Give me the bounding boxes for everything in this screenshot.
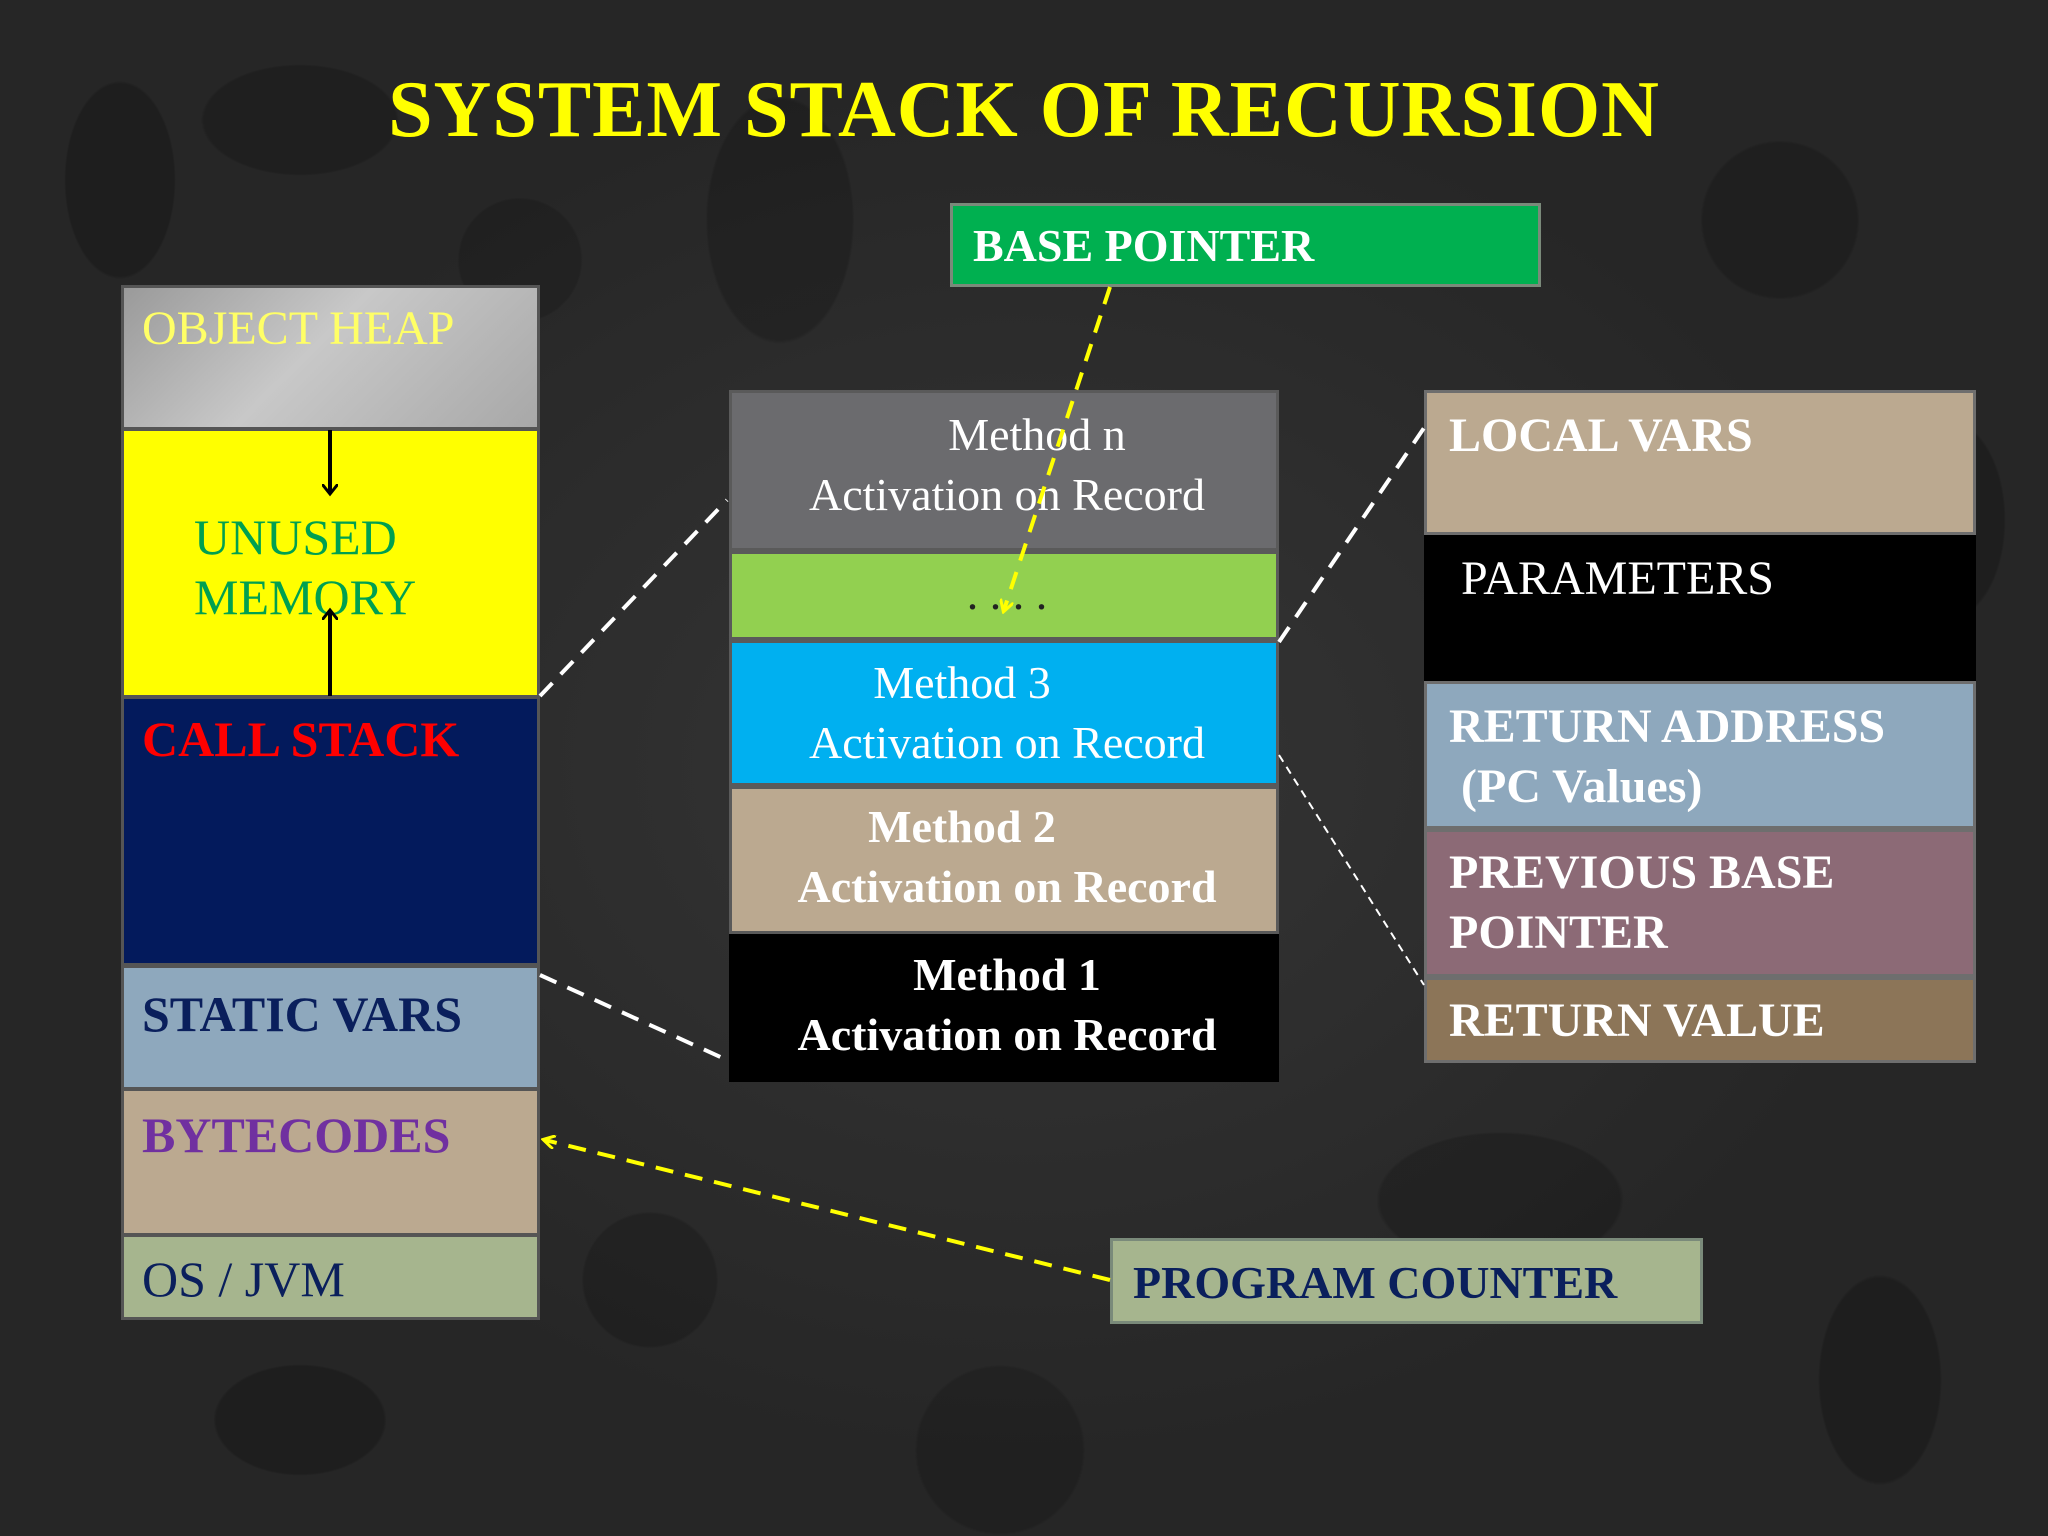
bytecodes-label: BYTECODES (142, 1107, 451, 1163)
base-pointer-label: BASE POINTER (973, 220, 1315, 271)
frame-top-connector (1277, 423, 1428, 644)
ellipsis-frame: . . . . (729, 551, 1279, 640)
method-3-subtitle: Activation on Record (808, 717, 1205, 768)
method-1-subtitle: Activation on Record (797, 1009, 1217, 1060)
local-vars-block: LOCAL VARS (1424, 390, 1976, 535)
call-stack-top-connector (538, 498, 729, 698)
parameters-label: PARAMETERS (1461, 552, 1774, 605)
return-address-label: RETURN ADDRESS (1449, 700, 1886, 753)
os-jvm-label: OS / JVM (142, 1251, 345, 1307)
object-heap-block: OBJECT HEAP (121, 285, 540, 430)
return-address-sublabel: (PC Values) (1461, 760, 1703, 813)
return-value-block: RETURN VALUE (1424, 977, 1976, 1063)
return-value-label: RETURN VALUE (1449, 994, 1825, 1047)
previous-base-pointer-label-line2: POINTER (1449, 906, 1668, 959)
ellipsis-label: . . . . (966, 568, 1048, 619)
frame-bottom-connector (1278, 754, 1425, 986)
os-jvm-block: OS / JVM (121, 1234, 540, 1320)
static-vars-block: STATIC VARS (121, 965, 540, 1090)
page-title: SYSTEM STACK OF RECURSION (388, 66, 1660, 154)
previous-base-pointer-label-line1: PREVIOUS BASE (1449, 846, 1835, 899)
base-pointer-box: BASE POINTER (950, 203, 1541, 287)
method-n-frame: Method n Activation on Record (729, 390, 1279, 551)
call-stack-label: CALL STACK (142, 711, 460, 767)
bytecodes-block: BYTECODES (121, 1088, 540, 1236)
method-3-frame: Method 3 Activation on Record (729, 640, 1279, 786)
method-1-label: Method 1 (913, 949, 1101, 1000)
previous-base-pointer-block: PREVIOUS BASE POINTER (1424, 829, 1976, 977)
method-n-subtitle: Activation on Record (808, 469, 1205, 520)
unused-memory-label-line2: MEMORY (194, 569, 417, 625)
object-heap-label: OBJECT HEAP (142, 302, 455, 355)
method-2-frame: Method 2 Activation on Record (729, 786, 1279, 934)
method-n-label: Method n (948, 409, 1126, 460)
method-1-frame: Method 1 Activation on Record (729, 934, 1279, 1082)
unused-memory-label-line1: UNUSED (194, 509, 397, 565)
program-counter-arrow (545, 1140, 1111, 1282)
local-vars-label: LOCAL VARS (1449, 409, 1753, 462)
parameters-block: PARAMETERS (1424, 535, 1976, 681)
unused-memory-block: UNUSED MEMORY (121, 428, 540, 698)
method-3-label: Method 3 (873, 657, 1051, 708)
static-vars-label: STATIC VARS (142, 986, 463, 1042)
call-stack-bottom-connector (539, 973, 728, 1062)
return-address-block: RETURN ADDRESS (PC Values) (1424, 681, 1976, 829)
method-2-label: Method 2 (868, 801, 1056, 852)
method-2-subtitle: Activation on Record (797, 861, 1217, 912)
call-stack-block: CALL STACK (121, 696, 540, 966)
program-counter-box: PROGRAM COUNTER (1110, 1238, 1703, 1324)
program-counter-label: PROGRAM COUNTER (1133, 1257, 1618, 1308)
